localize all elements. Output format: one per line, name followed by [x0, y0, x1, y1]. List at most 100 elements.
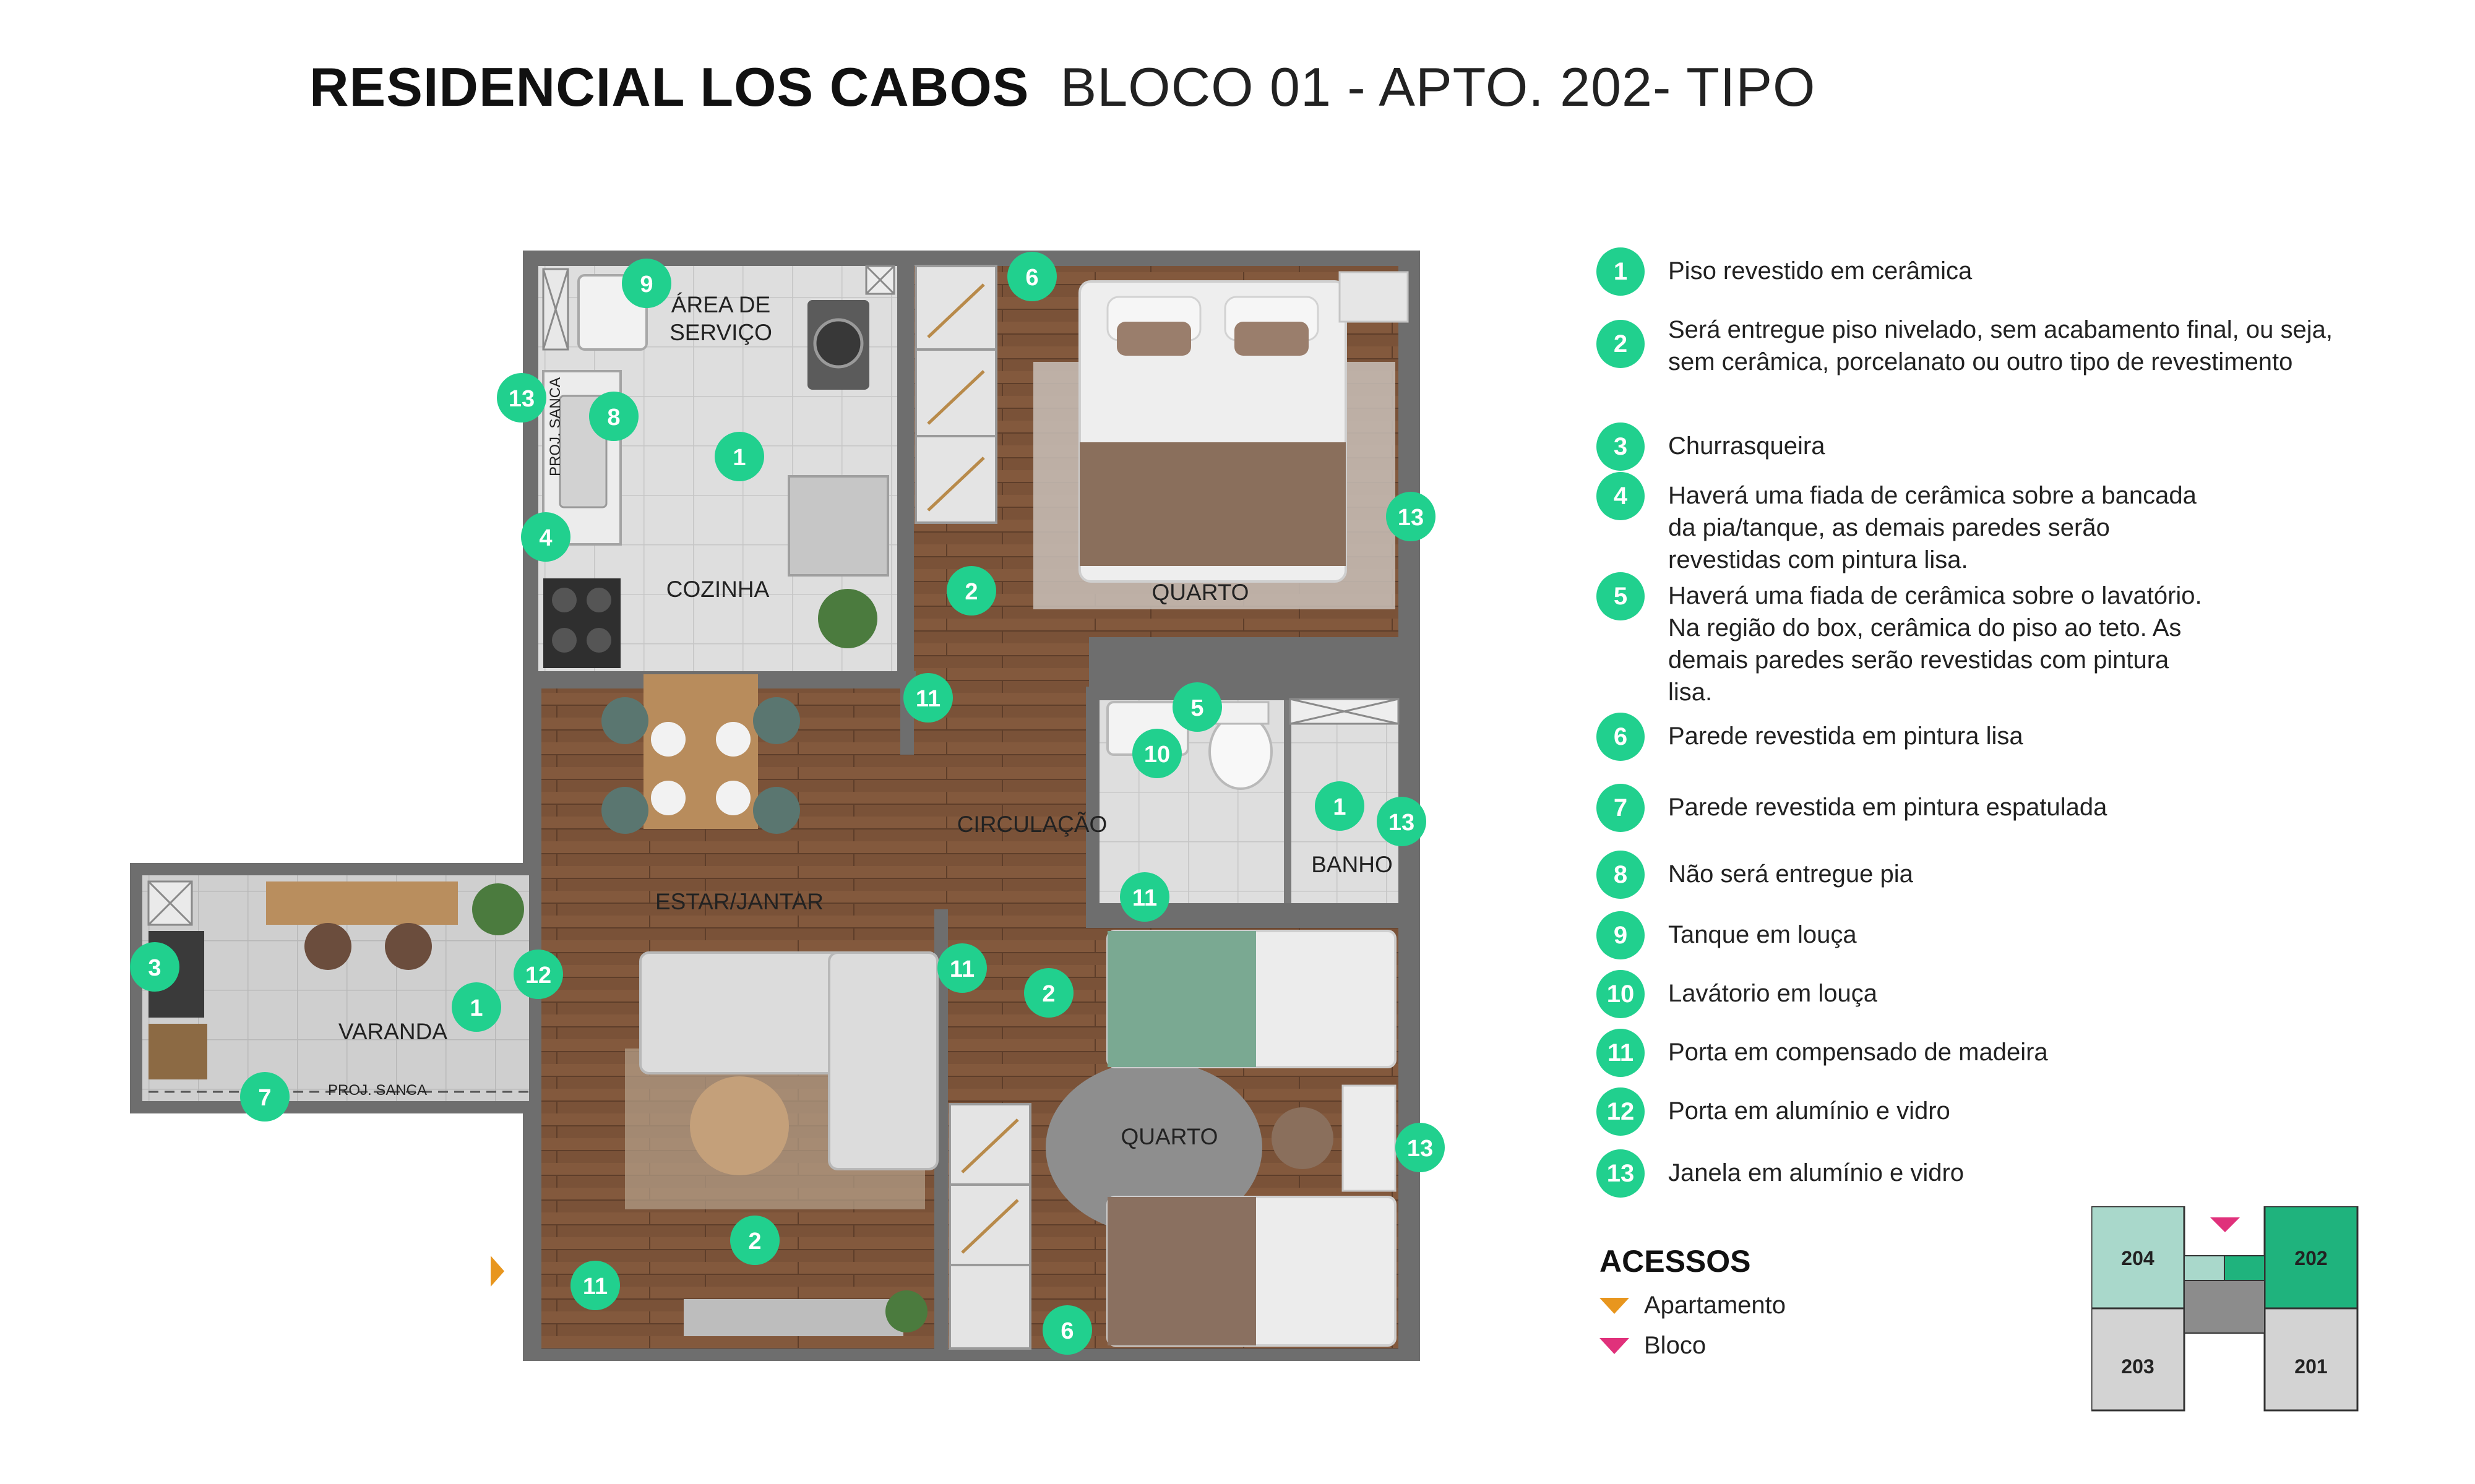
svg-text:13: 13 [1388, 810, 1414, 836]
plan-marker: 13 [1395, 1123, 1445, 1172]
plan-marker: 2 [1024, 968, 1074, 1018]
svg-text:2: 2 [965, 579, 978, 605]
plan-marker: 11 [1120, 872, 1169, 922]
unit-label-204: 204 [2121, 1247, 2154, 1269]
access-apartment: Apartamento [1599, 1292, 1786, 1319]
svg-text:2: 2 [1042, 981, 1055, 1007]
plan-marker: 6 [1043, 1305, 1092, 1355]
plan-marker: 1 [452, 982, 501, 1032]
access-title: ACESSOS [1599, 1244, 1751, 1279]
svg-text:11: 11 [1132, 885, 1157, 911]
svg-text:10: 10 [1144, 742, 1170, 768]
plan-marker: 6 [1007, 252, 1057, 301]
nightstand [1338, 271, 1409, 323]
shower-partition [1284, 699, 1291, 903]
svg-text:8: 8 [607, 405, 620, 431]
title-main: RESIDENCIAL LOS CABOS [309, 56, 1030, 118]
block-circulation [2184, 1280, 2265, 1334]
svg-text:5: 5 [1190, 695, 1203, 721]
desk-chair [1272, 1107, 1333, 1169]
svg-text:13: 13 [1398, 505, 1424, 531]
label-estar-jantar: ESTAR/JANTAR [655, 889, 824, 914]
svg-text:11: 11 [583, 1274, 608, 1300]
plan-marker: 13 [497, 373, 546, 422]
svg-text:2: 2 [748, 1229, 761, 1255]
plan-marker: 11 [937, 943, 987, 993]
plan-marker: 1 [1315, 781, 1364, 831]
label-area-servico-1: ÁREA DE [671, 292, 770, 317]
desk [1341, 1084, 1397, 1192]
svg-text:9: 9 [640, 272, 653, 298]
block-arrow-icon [1599, 1337, 1629, 1354]
plan-marker: 5 [1173, 682, 1222, 732]
svg-text:13: 13 [1407, 1136, 1433, 1162]
plan-marker: 7 [240, 1072, 290, 1122]
access-block: Bloco [1599, 1332, 1786, 1360]
label-proj-sanca-balcony: PROJ. SANCA [328, 1082, 427, 1099]
plan-marker: 9 [622, 259, 671, 308]
svg-text:3: 3 [148, 955, 161, 981]
toilet [1208, 713, 1273, 790]
unit-label-202: 202 [2294, 1247, 2327, 1269]
title-sub: BLOCO 01 - APTO. 202- TIPO [1060, 56, 1816, 118]
label-varanda: VARANDA [338, 1019, 447, 1044]
rug-bedroom-2 [1046, 1061, 1262, 1234]
apartment-arrow-icon [1599, 1297, 1629, 1314]
floor-plan: ÁREA DE SERVIÇO COZINHA QUARTO CIRCULAÇÃ… [130, 251, 1445, 1361]
refrigerator [788, 475, 889, 577]
plan-marker: 1 [715, 432, 764, 481]
plan-marker: 13 [1386, 492, 1436, 541]
label-quarto-2: QUARTO [1121, 1124, 1218, 1149]
entrance-arrow [491, 1256, 504, 1287]
plant-kitchen [818, 589, 877, 648]
plan-marker: 11 [903, 673, 953, 723]
plan-marker: 4 [521, 512, 570, 562]
plan-marker: 12 [514, 950, 563, 999]
svg-text:6: 6 [1061, 1318, 1074, 1344]
svg-text:13: 13 [509, 386, 535, 412]
tv-rack [684, 1299, 903, 1336]
label-banho: BANHO [1311, 852, 1393, 877]
plan-marker: 13 [1377, 797, 1426, 846]
svg-text:4: 4 [539, 525, 552, 551]
access-legend: ACESSOS Apartamento Bloco [1599, 1243, 1786, 1360]
unit-201 [2263, 1307, 2359, 1412]
page-title: RESIDENCIAL LOS CABOS BLOCO 01 - APTO. 20… [309, 56, 1816, 119]
plan-marker: 3 [130, 942, 179, 992]
label-quarto-1: QUARTO [1152, 580, 1249, 605]
label-cozinha: COZINHA [666, 577, 770, 602]
label-proj-sanca-kitchen: PROJ. SANCA [547, 377, 564, 476]
label-circulacao: CIRCULAÇÃO [957, 812, 1108, 837]
plan-marker: 2 [730, 1216, 780, 1265]
svg-text:11: 11 [950, 956, 975, 982]
svg-text:11: 11 [916, 686, 940, 712]
key-plan: 204 202 203 201 [2091, 1206, 2359, 1412]
svg-text:12: 12 [525, 963, 551, 989]
balcony-counter [266, 881, 458, 925]
unit-label-201: 201 [2294, 1355, 2327, 1378]
bed-blanket [1080, 442, 1346, 566]
plan-marker: 10 [1132, 729, 1182, 778]
label-area-servico-2: SERVIÇO [669, 320, 772, 345]
plan-marker: 2 [947, 566, 996, 615]
coffee-table [690, 1076, 789, 1175]
plan-marker: 8 [589, 392, 639, 441]
stove [543, 578, 621, 668]
svg-text:1: 1 [733, 445, 746, 471]
unit-203 [2091, 1307, 2185, 1412]
block-access-arrow-icon [2210, 1217, 2240, 1232]
plan-markers: 9 6 13 8 1 4 13 2 11 5 10 1 13 11 3 12 1… [130, 252, 1445, 1355]
